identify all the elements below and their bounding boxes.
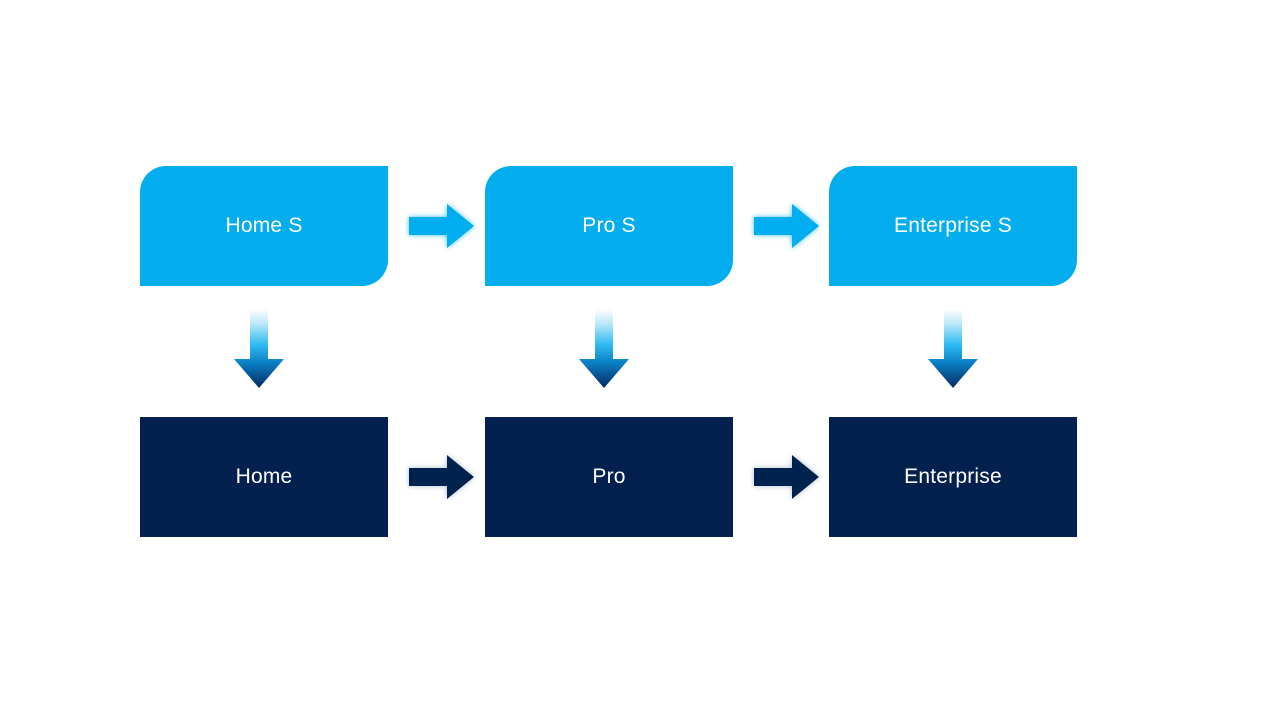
node-label: Enterprise [904,465,1002,489]
node-label: Pro [592,465,626,489]
node-pro[interactable]: Pro [485,417,733,537]
connector-home-s-to-home [231,307,287,391]
connector-pro-s-to-pro [576,307,632,391]
arrow-down-icon [579,309,629,388]
connector-pro-s-to-enterprise-s [750,198,822,254]
node-label: Enterprise S [894,214,1012,238]
node-home[interactable]: Home [140,417,388,537]
connector-enterprise-s-to-enterprise [925,307,981,391]
node-enterprise[interactable]: Enterprise [829,417,1077,537]
node-label: Home [235,465,293,489]
arrow-right-icon [409,455,474,499]
connector-home-to-pro [405,449,477,505]
node-enterprise-s[interactable]: Enterprise S [829,166,1077,286]
node-pro-s[interactable]: Pro S [485,166,733,286]
arrow-down-icon [928,309,978,388]
arrow-right-icon [754,455,819,499]
node-label: Home S [225,214,303,238]
arrow-right-icon [409,204,474,248]
connector-home-s-to-pro-s [405,198,477,254]
arrow-right-icon [754,204,819,248]
node-label: Pro S [582,214,636,238]
arrow-down-icon [234,309,284,388]
node-home-s[interactable]: Home S [140,166,388,286]
connector-pro-to-enterprise [750,449,822,505]
